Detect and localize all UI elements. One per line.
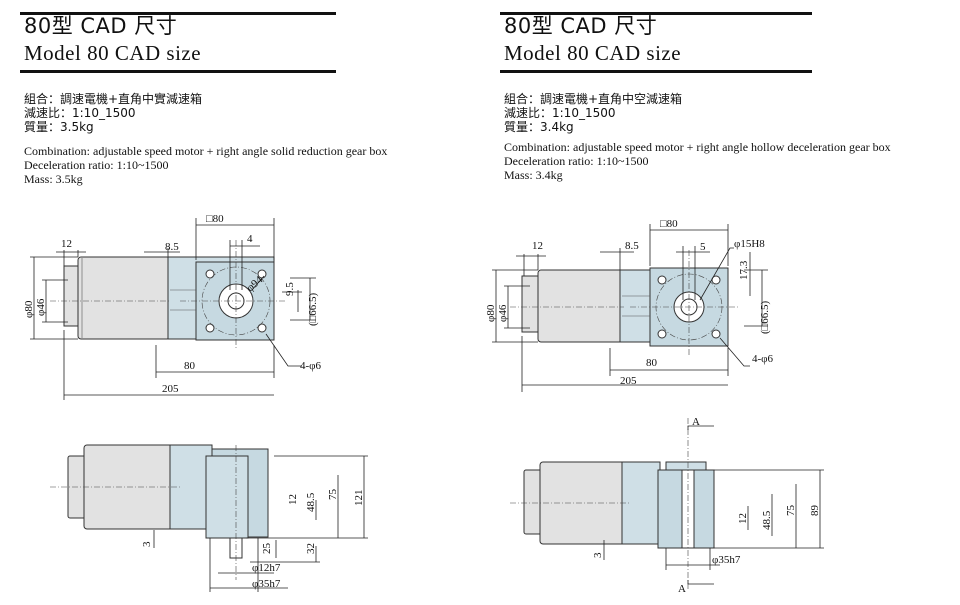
dim-phi80: φ80 xyxy=(23,300,35,318)
spec-combination-zh: 組合：調速電機+直角中空減速箱 xyxy=(504,92,683,106)
dim-side-89: 89 xyxy=(809,505,821,517)
title-zh: 80型 CAD 尺寸 xyxy=(504,14,658,38)
dim-phi80: φ80 xyxy=(485,304,497,322)
front-view xyxy=(510,250,740,355)
dim-8-5: 8.5 xyxy=(625,240,639,252)
title-zh: 80型 CAD 尺寸 xyxy=(24,14,178,38)
dim-side-32: 32 xyxy=(305,543,317,554)
dim-8-5: 8.5 xyxy=(165,241,179,253)
dim-side-3: 3 xyxy=(592,552,604,558)
mount-hole xyxy=(657,275,667,285)
gearbox-body-side xyxy=(621,461,661,545)
spec-ratio-zh: 減速比：1:10_1500 xyxy=(24,106,136,120)
dim-side-75: 75 xyxy=(785,505,797,517)
dim-80: 80 xyxy=(646,357,658,369)
title-bottom-rule xyxy=(500,70,812,73)
dim-side-48-5: 48.5 xyxy=(761,510,773,530)
mount-hole xyxy=(257,323,267,333)
dim-80: 80 xyxy=(184,360,196,372)
section-a-top: A xyxy=(692,416,700,428)
dim-phi35h7: φ35h7 xyxy=(252,578,281,590)
title-en: Model 80 CAD size xyxy=(504,41,682,65)
dim-side-12: 12 xyxy=(287,494,299,505)
dim-205: 205 xyxy=(162,383,179,395)
left-drawing: □80 4 12 8.5 φ94 9.5 (□66.5) φ80 φ46 80 … xyxy=(23,213,368,592)
spec-mass-en: Mass: 3.5kg xyxy=(24,172,83,186)
panel-hollow-gearbox: 80型 CAD 尺寸 Model 80 CAD size 組合：調速電機+直角中… xyxy=(485,0,960,605)
side-view xyxy=(510,418,715,590)
mount-hole xyxy=(205,323,215,333)
dim-phi46: φ46 xyxy=(497,304,509,322)
title-top-rule xyxy=(500,12,812,15)
dim-9-5: 9.5 xyxy=(284,282,296,296)
right-drawing: □80 5 12 8.5 φ15H8 17.3 (□66.5) φ80 φ46 … xyxy=(485,218,824,595)
mount-hole xyxy=(657,329,667,339)
side-view xyxy=(50,444,269,580)
dim-phi12h7: φ12h7 xyxy=(252,562,281,574)
spec-mass-en: Mass: 3.4kg xyxy=(504,168,563,182)
dim-side-3: 3 xyxy=(141,541,153,547)
dim-side-121: 121 xyxy=(353,490,365,507)
spec-ratio-en: Deceleration ratio: 1:10~1500 xyxy=(504,154,649,168)
side-dimensions xyxy=(603,425,824,585)
dim-5: 5 xyxy=(700,241,706,253)
dim-4: 4 xyxy=(247,233,253,245)
title-bottom-rule xyxy=(20,70,336,73)
spec-combination-en: Combination: adjustable speed motor + ri… xyxy=(24,144,388,158)
spec-combination-zh: 組合：調速電機+直角中實減速箱 xyxy=(24,92,203,106)
spec-combination-en: Combination: adjustable speed motor + ri… xyxy=(504,140,891,154)
dim-205: 205 xyxy=(620,375,637,387)
dim-17-3: 17.3 xyxy=(738,260,750,280)
hollow-collar-top xyxy=(665,461,707,471)
dim-side-75: 75 xyxy=(327,489,339,501)
dim-square-80: □80 xyxy=(660,218,678,230)
motor-end-cap-side xyxy=(523,469,543,535)
dim-12: 12 xyxy=(532,240,543,252)
motor-end-cap xyxy=(521,275,541,333)
front-dimensions xyxy=(492,224,768,392)
gearbox-inner-side xyxy=(205,455,249,539)
dim-square-66-5: (□66.5) xyxy=(307,292,319,326)
motor-body xyxy=(537,269,625,343)
title-top-rule xyxy=(20,12,336,15)
panel-solid-gearbox: 80型 CAD 尺寸 Model 80 CAD size 組合：調速電機+直角中… xyxy=(20,0,480,605)
dim-square-66-5: (□66.5) xyxy=(759,300,771,334)
dim-side-12: 12 xyxy=(737,513,749,524)
dim-holes: 4-φ6 xyxy=(752,353,774,365)
dim-phi15h8: φ15H8 xyxy=(734,238,765,250)
dim-phi46: φ46 xyxy=(35,298,47,316)
motor-body xyxy=(77,256,171,340)
front-view xyxy=(50,240,285,350)
front-dimensions xyxy=(30,218,316,400)
dim-side-25: 25 xyxy=(261,543,273,555)
dim-phi35h7: φ35h7 xyxy=(712,554,741,566)
dim-square-80: □80 xyxy=(206,213,224,225)
spec-mass-zh: 質量：3.5kg xyxy=(24,120,94,134)
mount-hole xyxy=(711,329,721,339)
side-dimensions xyxy=(153,455,368,592)
title-en: Model 80 CAD size xyxy=(24,41,202,65)
spec-ratio-en: Deceleration ratio: 1:10~1500 xyxy=(24,158,169,172)
dim-side-48-5: 48.5 xyxy=(305,492,317,512)
dim-holes: 4-φ6 xyxy=(300,360,322,372)
spec-ratio-zh: 減速比：1:10_1500 xyxy=(504,106,616,120)
dim-12: 12 xyxy=(61,238,72,250)
spec-mass-zh: 質量：3.4kg xyxy=(504,120,574,134)
gearbox-body-side xyxy=(169,444,213,530)
section-a-bottom: A xyxy=(678,583,686,595)
mount-hole xyxy=(205,269,215,279)
